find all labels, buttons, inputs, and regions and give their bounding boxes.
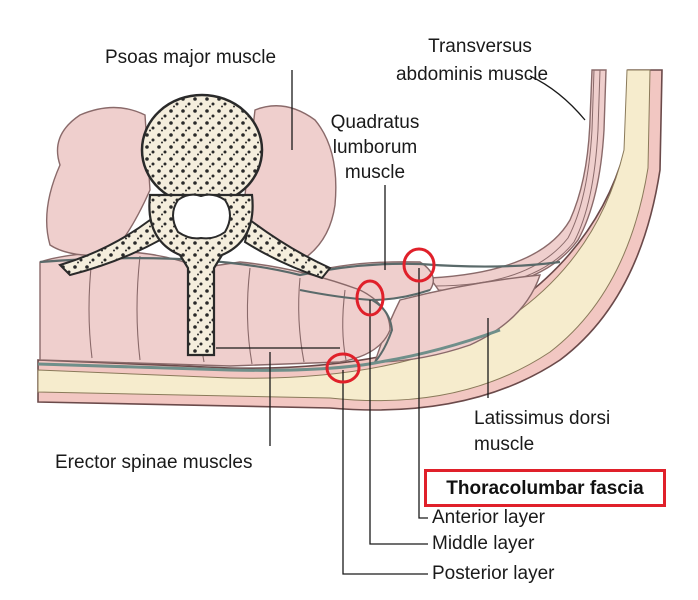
highlight-anterior-layer <box>402 247 436 283</box>
label-anterior-layer: Anterior layer <box>432 507 545 528</box>
highlight-middle-layer <box>355 279 385 317</box>
label-latissimus-line1: Latissimus dorsi <box>474 408 611 429</box>
transverse-process-right <box>243 218 332 280</box>
leader-posterior <box>342 370 428 575</box>
label-latissimus-line2: muscle <box>474 434 535 455</box>
label-quadratus-line2: lumborum <box>332 137 418 158</box>
latissimus-dorsi <box>374 274 542 363</box>
erector-division-4 <box>246 267 253 365</box>
label-middle-layer: Middle layer <box>432 533 535 554</box>
leader-anterior <box>418 268 428 519</box>
label-quadratus-line3: muscle <box>344 162 406 183</box>
label-transversus-line2: abdominis muscle <box>395 64 549 85</box>
leader-transversus <box>529 75 586 121</box>
erector-division-5 <box>298 277 305 363</box>
label-quadratus-line1: Quadratus <box>330 112 420 133</box>
fascia-anterior <box>39 257 561 277</box>
label-posterior-layer: Posterior layer <box>432 563 555 584</box>
vertebral-arch <box>148 193 254 357</box>
leader-erector <box>216 347 340 446</box>
fascia-posterior <box>37 328 501 372</box>
label-psoas-major: Psoas major muscle <box>105 47 277 68</box>
erector-division-2 <box>136 255 141 361</box>
vertebral-body <box>140 93 264 207</box>
spinal-canal <box>172 193 231 240</box>
thoracolumbar-fascia-box: Thoracolumbar fascia <box>424 469 666 507</box>
label-transversus-line1: Transversus <box>428 36 532 57</box>
transversus-abdominis <box>428 69 607 293</box>
label-erector-spinae: Erector spinae muscles <box>55 452 253 473</box>
highlight-posterior-layer <box>325 352 361 384</box>
label-thoracolumbar-fascia: Thoracolumbar fascia <box>446 478 644 499</box>
transverse-process-left <box>58 218 162 277</box>
leader-middle <box>369 300 428 545</box>
psoas-major-left <box>46 106 151 257</box>
